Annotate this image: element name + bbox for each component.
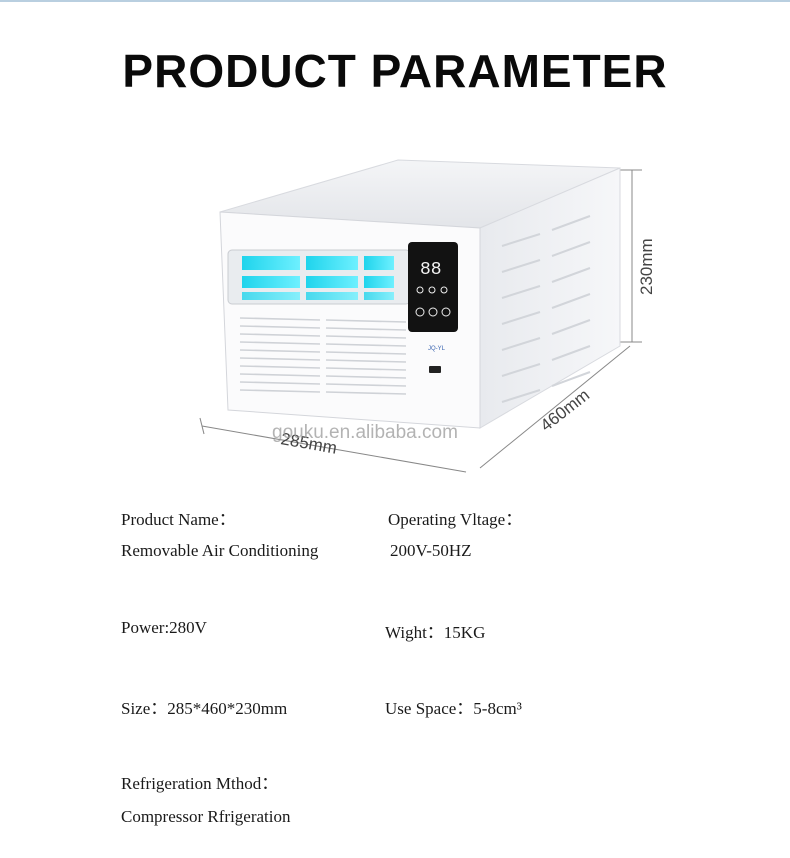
use-space-spec: Use Space：5-8cm³ <box>385 699 522 718</box>
voltage-label: Operating Vltage： <box>388 510 523 529</box>
refrigeration-value: Compressor Rfrigeration <box>121 807 291 826</box>
brand-mark: JQ-YL <box>428 346 446 352</box>
refrigeration-label: Refrigeration Mthod： <box>121 774 279 793</box>
power-spec: Power:280V <box>121 618 207 637</box>
product-name-value: Removable Air Conditioning <box>121 541 319 560</box>
product-image: 230mm 460mm 285mm <box>180 150 680 480</box>
depth-label: 460mm <box>537 385 593 435</box>
product-name-label: Product Name： <box>121 510 236 529</box>
control-panel: 88 <box>408 242 458 332</box>
size-spec: Size：285*460*230mm <box>121 699 288 718</box>
height-label: 230mm <box>637 238 656 295</box>
display-digits: 88 <box>420 260 442 280</box>
weight-spec: Wight：15KG <box>385 623 486 642</box>
voltage-value: 200V-50HZ <box>390 541 472 560</box>
usb-port <box>429 366 441 373</box>
page-title: PRODUCT PARAMETER <box>122 45 668 97</box>
height-dimension: 230mm <box>620 169 656 343</box>
top-divider <box>0 0 790 2</box>
watermark: gouku.en.alibaba.com <box>272 422 458 443</box>
